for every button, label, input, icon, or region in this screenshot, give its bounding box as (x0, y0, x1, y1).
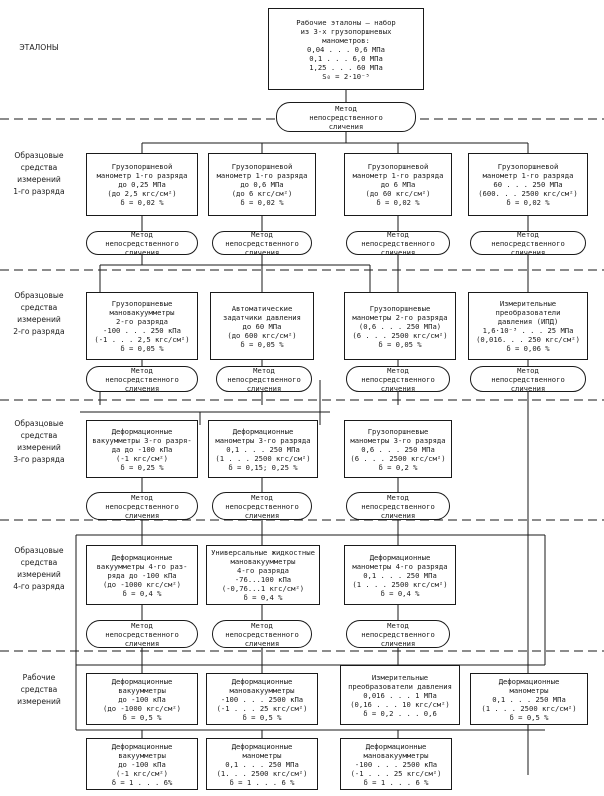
level-label-etalony: ЭТАЛОНЫ (19, 43, 59, 52)
